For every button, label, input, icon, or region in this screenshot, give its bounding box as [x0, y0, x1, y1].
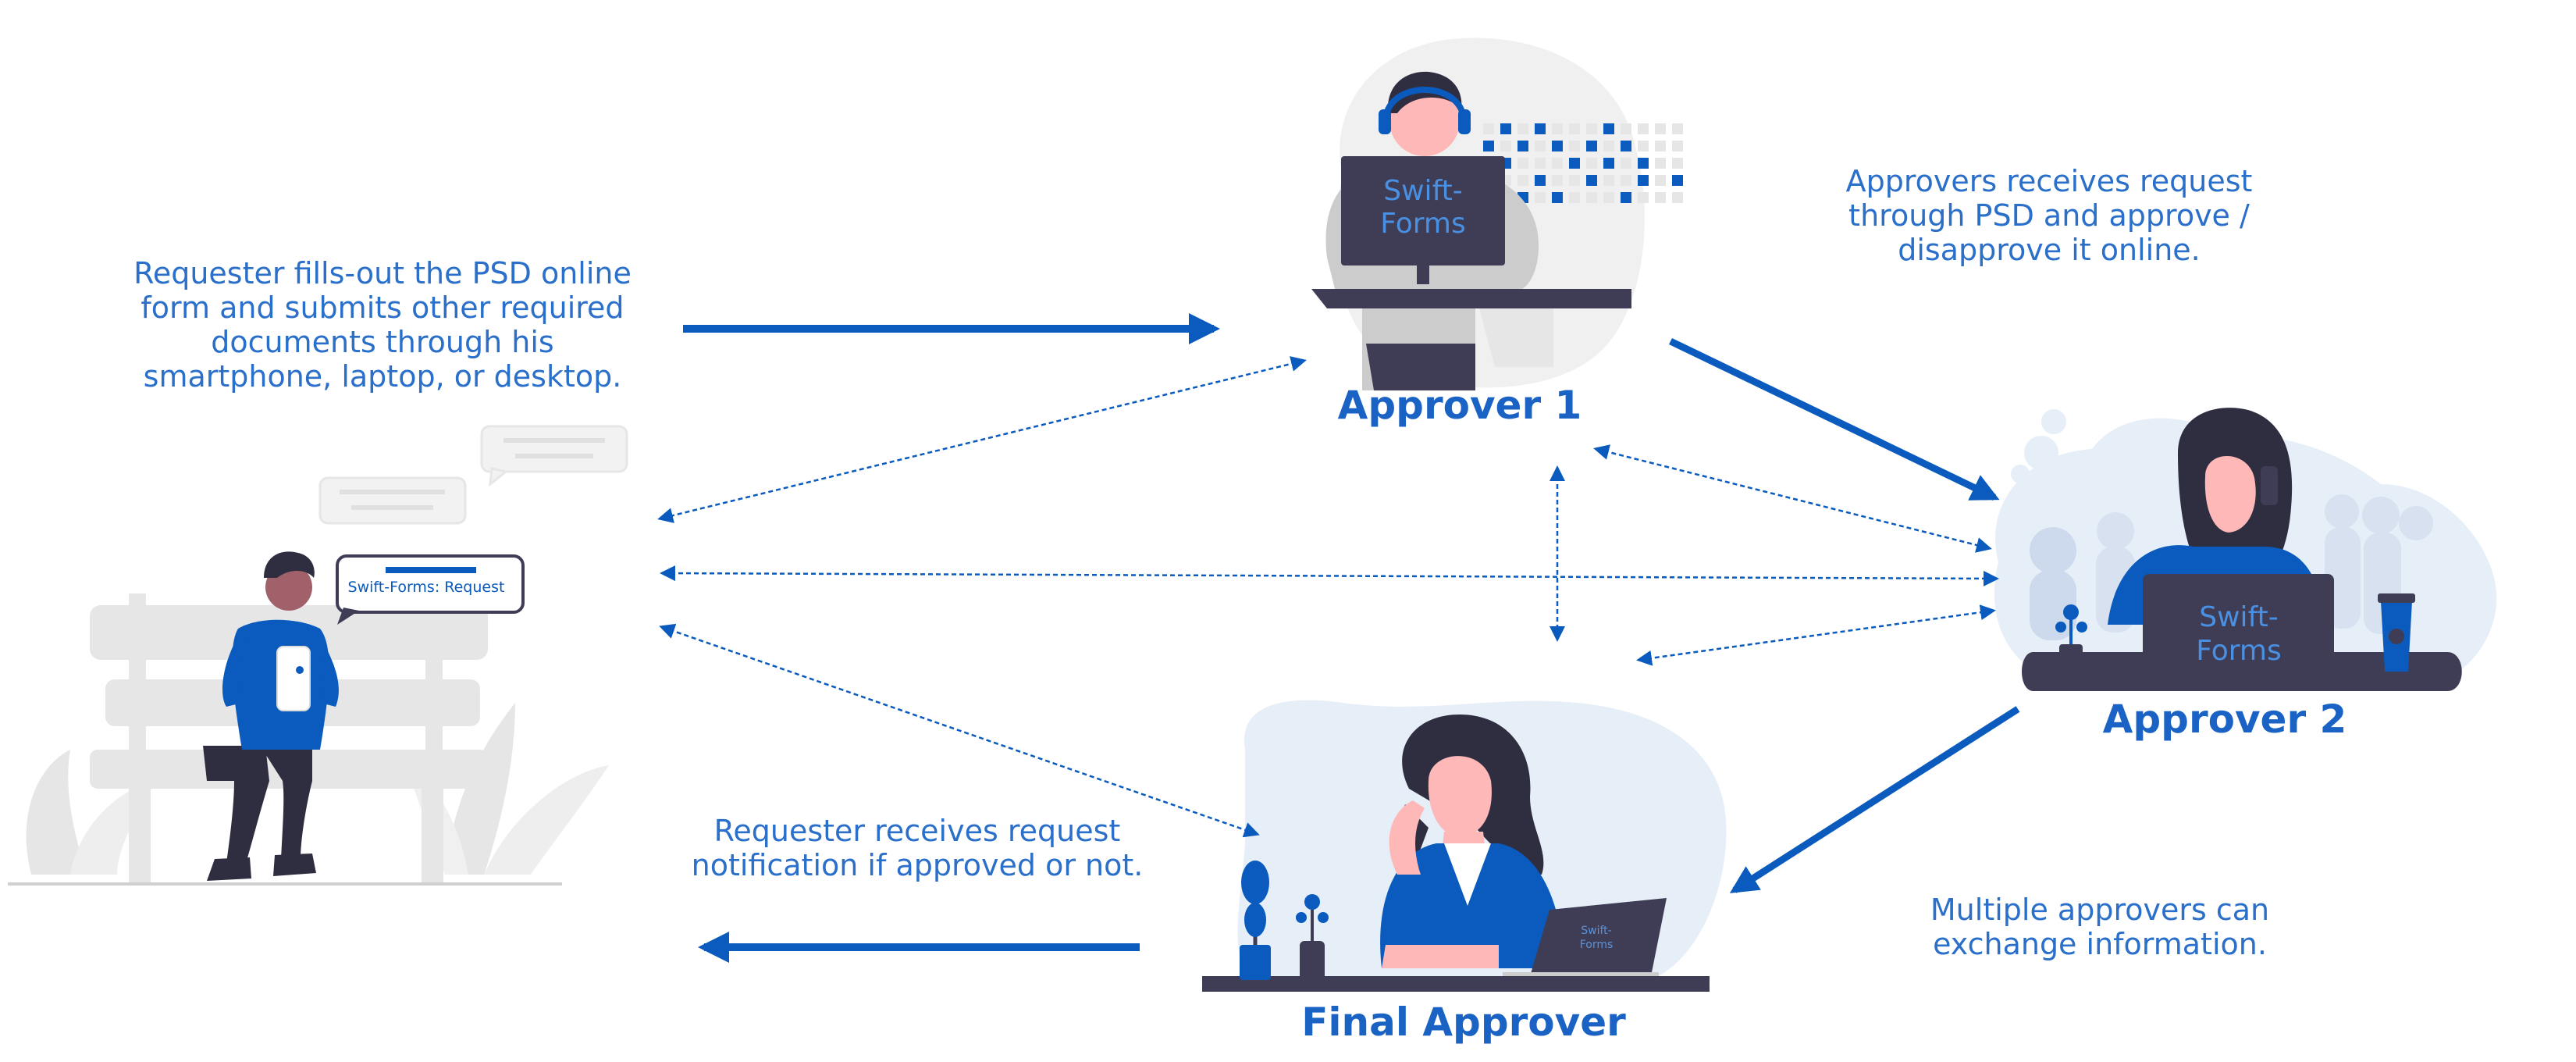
dotted-arrows: [657, 356, 1999, 838]
approver1-screen-line1: Swift-: [1383, 175, 1462, 207]
approver2-illustration: [1994, 408, 2497, 691]
phone-bubble-text: Swift-Forms: Request: [348, 579, 505, 596]
caption-line: through PSD and approve /: [1848, 198, 2250, 233]
final-screen-line1: Swift-: [1581, 925, 1611, 937]
arrow-approver1-to-approver2: [1669, 337, 2000, 501]
requester-illustration: [8, 425, 628, 886]
dotted-arrow-approver1-requester: [657, 356, 1307, 523]
role-label-approver1: Approver 1: [1337, 383, 1582, 428]
caption-line: form and submits other required: [141, 290, 624, 325]
caption-line: exchange information.: [1933, 927, 2267, 961]
arrow-approver2-to-final: [1729, 706, 2020, 893]
approver1-screen-line2: Forms: [1380, 208, 1465, 240]
caption-line: Requester receives request: [713, 814, 1121, 848]
role-label-approver2: Approver 2: [2102, 697, 2347, 742]
caption-line: documents through his: [211, 325, 554, 359]
dotted-arrow-approver1-approver2: [1593, 444, 1992, 553]
role-label-final-approver: Final Approver: [1301, 1000, 1626, 1045]
approver2-screen-line2: Forms: [2196, 635, 2281, 667]
dotted-arrow-final-approver2: [1636, 604, 1996, 666]
caption-line: smartphone, laptop, or desktop.: [143, 359, 622, 394]
caption-line: notification if approved or not.: [691, 848, 1144, 882]
dotted-arrow-requester-approver2: [660, 565, 1999, 586]
dotted-arrow-requester-final: [659, 623, 1260, 838]
caption-line: disapprove it online.: [1898, 233, 2201, 267]
caption-multiple-approvers: Multiple approvers can exchange informat…: [1889, 893, 2311, 961]
caption-approvers-receive: Approvers receives request through PSD a…: [1815, 164, 2283, 267]
caption-line: Approvers receives request: [1845, 164, 2253, 198]
caption-line: Requester fills-out the PSD online: [133, 256, 632, 290]
final-screen-line2: Forms: [1580, 939, 1614, 951]
solid-arrows: [683, 313, 2020, 963]
approver1-illustration: [1311, 37, 1683, 390]
approver2-screen-line1: Swift-: [2199, 601, 2278, 633]
caption-requester-notified: Requester receives request notification …: [664, 814, 1171, 882]
caption-line: Multiple approvers can: [1930, 893, 2270, 927]
final-approver-illustration: [1202, 700, 1727, 992]
caption-requester-submit: Requester fills-out the PSD online form …: [125, 256, 640, 394]
